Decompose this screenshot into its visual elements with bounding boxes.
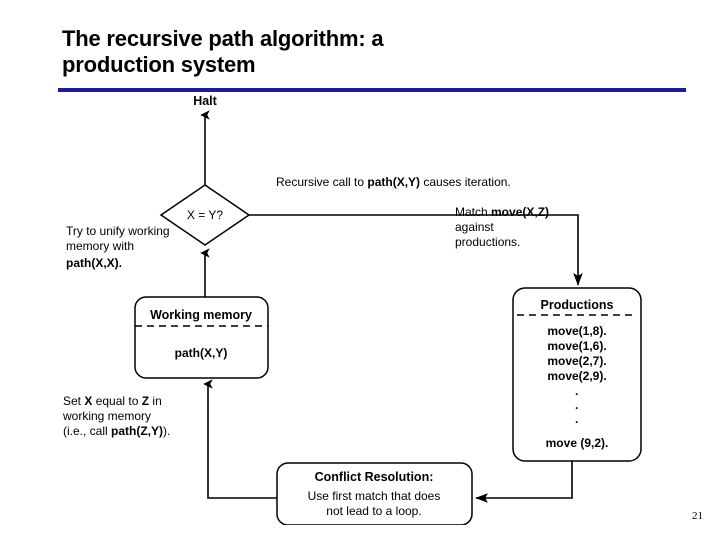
connector-productions-to-conflict-resolution [475,461,573,503]
recursive-call-post: causes iteration. [420,175,511,189]
production-rule: move(2,7). [547,354,606,368]
connector-decision-to-productions [249,214,583,286]
set-x-line-2: working memory [62,409,151,423]
set-x-line-3-post: ). [163,424,170,438]
svg-text:Match move(X,Z): Match move(X,Z) [455,205,549,219]
productions-header: Productions [541,298,614,312]
page-title: The recursive path algorithm: a producti… [62,26,662,78]
working-memory-header: Working memory [150,308,252,322]
conflict-resolution-line-1: Use first match that does [308,489,441,503]
connector-conflict-resolution-to-working-memory [203,379,277,499]
title-underline-rule [58,88,686,92]
conflict-resolution-header: Conflict Resolution: [315,470,434,484]
decision-diamond-x-equals-y [159,184,251,246]
unify-line-1: Try to unify working [66,224,170,238]
working-memory-box [134,296,269,379]
working-memory-content: path(X,Y) [175,346,228,360]
production-rule-last: move (9,2). [546,436,609,450]
decision-label: X = Y? [187,208,223,222]
set-x-variable-x: X [84,394,92,408]
match-line-3: productions. [455,235,520,249]
recursive-call-emphasis: path(X,Y) [367,175,420,189]
recursive-call-pre: Recursive call to [276,175,367,189]
unify-line-3-emphasis: path(X,X). [66,256,122,270]
match-line-1-pre: Match [455,205,491,219]
set-x-line-3-pre: (i.e., call [63,424,111,438]
unify-line-2: memory with [66,239,134,253]
svg-text:Set X equal to Z in: Set X equal to Z in [63,394,162,408]
page-number: 21 [692,510,703,522]
productions-ellipsis-dot: · [575,387,579,401]
set-x-line-1-pre: Set [63,394,84,408]
page-title-line-1: The recursive path algorithm: a [62,26,384,51]
conflict-resolution-box [276,462,473,525]
svg-text:(i.e., call path(Z,Y)).: (i.e., call path(Z,Y)). [63,424,170,438]
set-x-line-3-emphasis: path(Z,Y) [111,424,163,438]
productions-box [512,287,642,462]
page-title-line-2: production system [62,51,256,77]
match-line-1-emphasis: move(X,Z) [491,205,549,219]
production-system-flowchart: Halt X = Y? Recursive call to path(X,Y) … [0,85,720,525]
set-x-line-1-post: in [149,394,162,408]
production-rule: move(2,9). [547,369,606,383]
productions-ellipsis-dot: · [575,401,579,415]
productions-ellipsis-dot: · [575,415,579,429]
match-line-2: against [455,220,494,234]
annotation-set-x: Set X equal to Z in working memory (i.e.… [62,394,170,438]
conflict-resolution-line-2: not lead to a loop. [326,504,421,518]
production-rule: move(1,6). [547,339,606,353]
annotation-match: Match move(X,Z) against productions. [455,205,549,249]
production-rule: move(1,8). [547,324,606,338]
annotation-recursive-call: Recursive call to path(X,Y) causes itera… [276,175,511,189]
set-x-variable-z: Z [142,394,149,408]
svg-text:Recursive call to path(X,Y) ca: Recursive call to path(X,Y) causes itera… [276,175,511,189]
set-x-line-1-mid: equal to [92,394,141,408]
halt-label: Halt [193,94,217,108]
annotation-unify: Try to unify working memory with path(X,… [66,224,170,270]
